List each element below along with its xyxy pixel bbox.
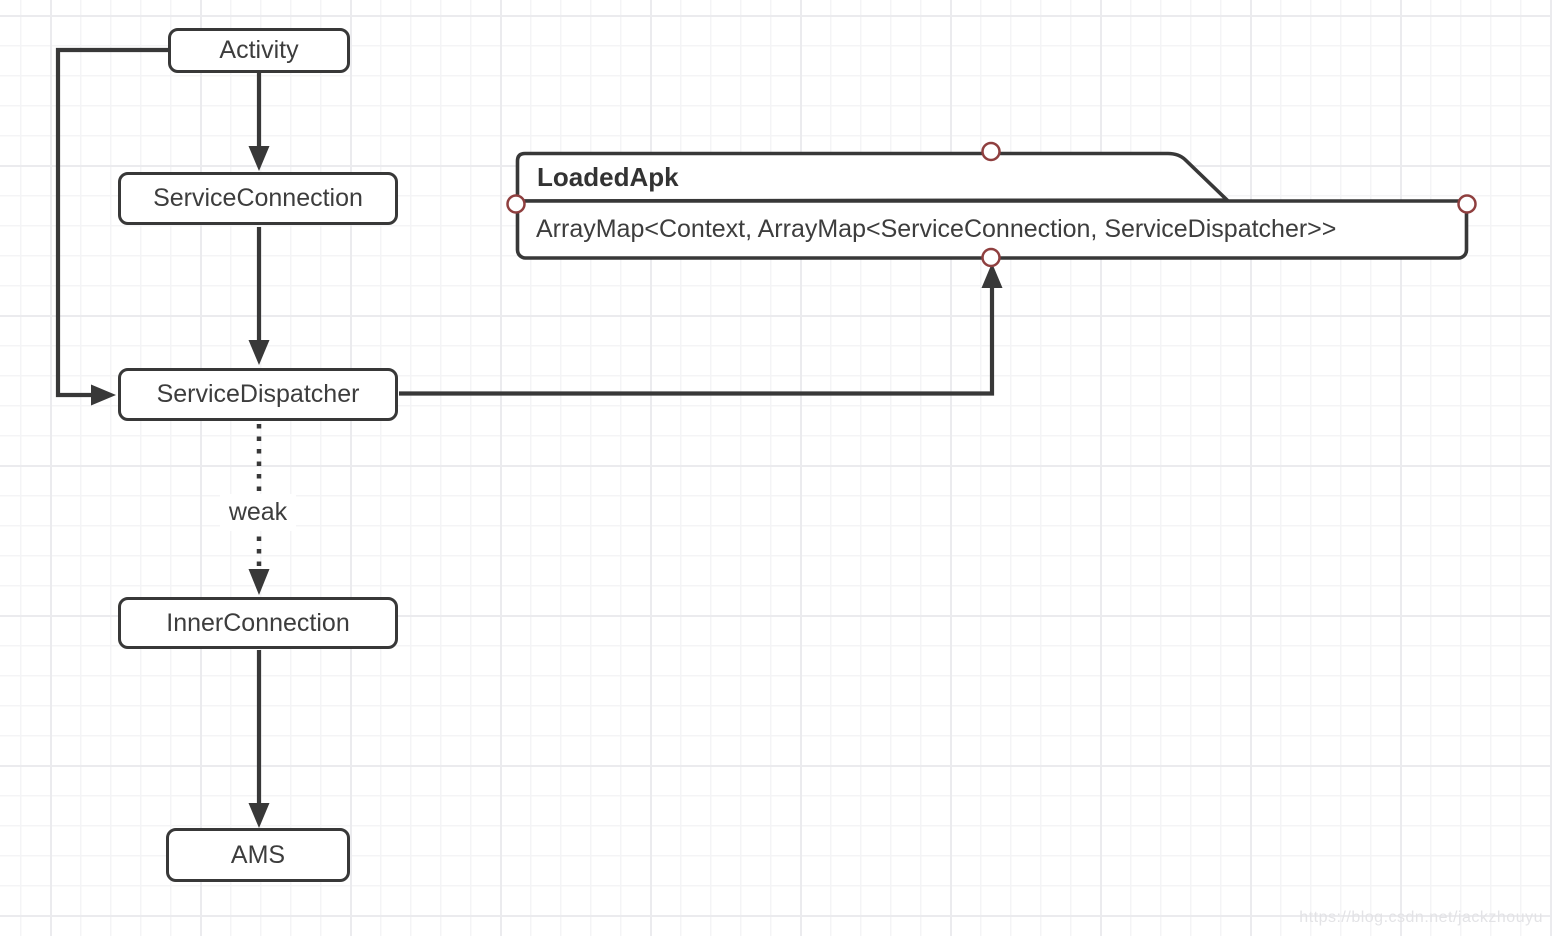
node-service-dispatcher-label: ServiceDispatcher: [156, 380, 360, 408]
watermark: https://blog.csdn.net/jackzhouyu: [1299, 909, 1543, 926]
selection-handle-left[interactable]: [506, 194, 526, 214]
edge-activity-to-servicedispatcher[interactable]: [55, 47, 168, 398]
node-service-dispatcher[interactable]: ServiceDispatcher: [118, 368, 398, 421]
node-inner-connection-label: InnerConnection: [166, 608, 350, 637]
node-service-connection-label: ServiceConnection: [153, 184, 363, 212]
node-ams[interactable]: AMS: [166, 828, 350, 882]
edge-label-weak: weak: [220, 494, 296, 531]
node-activity[interactable]: Activity: [168, 28, 350, 73]
loadedapk-title: LoadedApk: [537, 161, 679, 192]
arrowhead-right-icon: [91, 384, 116, 406]
selection-handle-right[interactable]: [1457, 194, 1477, 214]
node-loaded-apk-shape[interactable]: [515, 151, 1469, 260]
selection-handle-top[interactable]: [981, 141, 1001, 162]
selection-handle-bottom[interactable]: [981, 247, 1001, 268]
arrowhead-down-icon: [248, 569, 270, 595]
edge-servicedispatcher-to-loadedapk[interactable]: [399, 288, 995, 396]
arrowhead-down-icon: [248, 340, 270, 365]
node-ams-label: AMS: [230, 840, 286, 869]
node-service-connection[interactable]: ServiceConnection: [118, 172, 398, 225]
arrowhead-down-icon: [248, 146, 270, 171]
arrowhead-down-icon: [248, 803, 270, 828]
loadedapk-tab-outline: [515, 151, 1232, 203]
node-activity-label: Activity: [219, 36, 299, 64]
node-inner-connection[interactable]: InnerConnection: [118, 597, 398, 649]
arrowhead-up-icon: [981, 263, 1003, 288]
loadedapk-body-text: ArrayMap<Context, ArrayMap<ServiceConnec…: [536, 215, 1337, 243]
